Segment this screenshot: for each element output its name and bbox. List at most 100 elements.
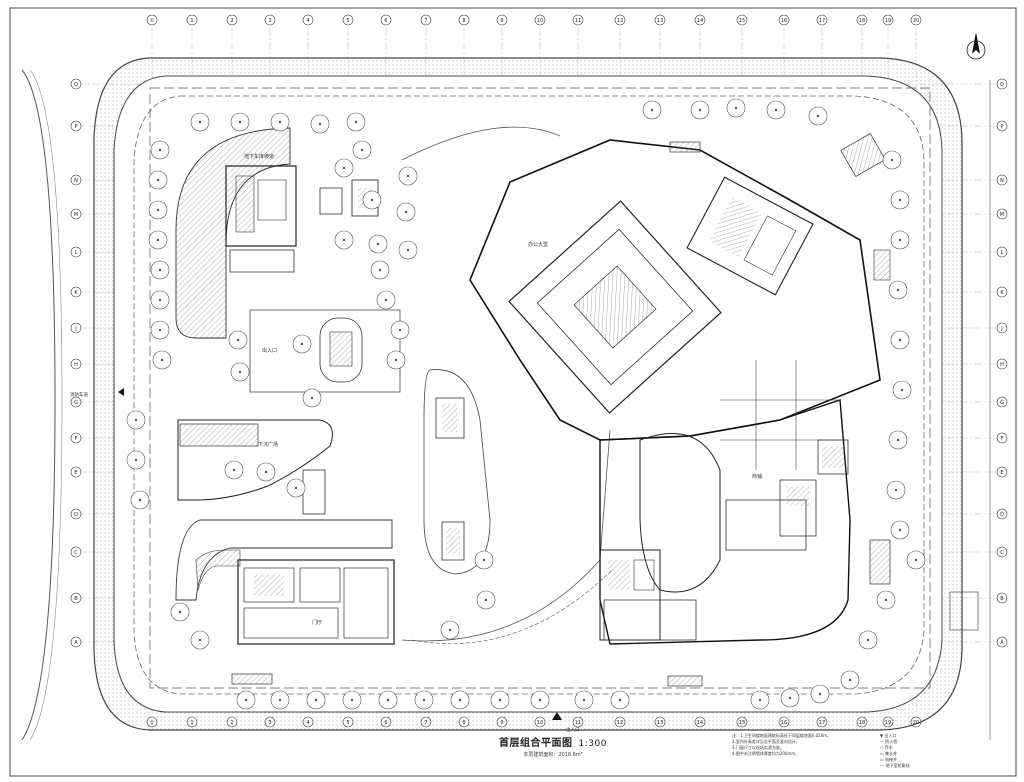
- landscape-trees: [126, 98, 926, 710]
- retail-block: [599, 399, 851, 645]
- tree-icon: [906, 550, 926, 570]
- tree-icon: [230, 112, 250, 132]
- tree-icon: [642, 100, 662, 120]
- legend-item: — 防火墙: [880, 739, 898, 744]
- note-line: 注：1.卫生间楼地面建筑标高低于同层楼地面0.020m。: [732, 733, 832, 738]
- grid-label: N: [1000, 178, 1004, 184]
- grid-label: ①: [150, 18, 155, 24]
- grid-label: D: [74, 512, 78, 518]
- grid-label: G: [1000, 400, 1004, 406]
- grid-label: G: [74, 400, 78, 406]
- parking-ramp-label: 地下车库坡道: [244, 153, 274, 160]
- grid-bubble-top: 13: [654, 14, 666, 26]
- tree-icon: [230, 362, 250, 382]
- tree-icon: [530, 690, 550, 710]
- grid-bubble-side: N: [996, 174, 1008, 186]
- office-core: [508, 200, 722, 414]
- legend-item: ▭ 电梯井: [880, 757, 898, 762]
- grid-bubble-top: 16: [778, 14, 790, 26]
- tree-icon: [858, 630, 878, 650]
- grid-label: 8: [462, 18, 465, 24]
- grid-bubble-side: G: [70, 396, 82, 408]
- grid-label: 11: [575, 18, 581, 24]
- legend-item: ○ 乔木: [880, 745, 893, 750]
- grid-label: 4: [306, 18, 309, 24]
- grid-label: K: [1000, 290, 1004, 296]
- grid-bubble-top: 15: [736, 14, 748, 26]
- grid-label: 17: [819, 18, 825, 24]
- tree-icon: [750, 690, 770, 710]
- grid-label: 5: [346, 18, 349, 24]
- grid-bubble-side: M: [996, 208, 1008, 220]
- grid-bubble-side: F: [70, 432, 82, 444]
- grid-label: E: [1000, 470, 1003, 476]
- grid-bubble-side: K: [70, 286, 82, 298]
- grid-bubble-side: E: [70, 466, 82, 478]
- grid-bubble-side: L: [996, 246, 1008, 258]
- tree-icon: [888, 430, 908, 450]
- tree-icon: [726, 98, 746, 118]
- note-line: 4.图中未注明墙体厚度均为200mm。: [732, 751, 800, 756]
- grid-bubble-side: A: [996, 636, 1008, 648]
- legend-item: ▭ 集水井: [880, 751, 898, 756]
- grid-label: B: [74, 596, 78, 602]
- south-entrance-label: 出入口: [566, 726, 580, 733]
- grid-label: 2: [230, 18, 233, 24]
- grid-label: L: [75, 250, 78, 256]
- tree-icon: [148, 200, 168, 220]
- tree-icon: [362, 190, 382, 210]
- tree-icon: [414, 690, 434, 710]
- legend-item: ▼ 出入口: [880, 733, 897, 738]
- note-line: 2.室内外高差详见总平面及竖向设计。: [732, 739, 800, 744]
- tree-icon: [368, 234, 388, 254]
- drawing-notes: 注：1.卫生间楼地面建筑标高低于同层楼地面0.020m。 2.室内外高差详见总平…: [732, 733, 872, 757]
- grid-label: 14: [697, 18, 703, 24]
- grid-label: C: [1000, 550, 1004, 556]
- grid-label: 16: [781, 18, 787, 24]
- grid-label: 6: [384, 18, 387, 24]
- south-entrance-marker: [552, 712, 562, 720]
- grid-label: E: [74, 470, 77, 476]
- grid-bubble-top: 11: [572, 14, 584, 26]
- tree-icon: [150, 140, 170, 160]
- grid-bubble-top: 7: [420, 14, 432, 26]
- office-hall-label: 办公大堂: [528, 241, 548, 248]
- grid-bubble-side: A: [70, 636, 82, 648]
- core-block-nw: [225, 165, 297, 247]
- grid-bubble-top: 8: [458, 14, 470, 26]
- tree-icon: [890, 520, 910, 540]
- grid-label: K: [74, 290, 78, 296]
- tree-icon: [888, 280, 908, 300]
- sheet-border: [9, 7, 1017, 777]
- grid-label: 3: [268, 18, 271, 24]
- grid-label: M: [74, 212, 78, 218]
- grid-bubble-top: 3: [264, 14, 276, 26]
- tree-icon: [152, 350, 172, 370]
- tree-icon: [810, 684, 830, 704]
- grid-label: H: [74, 362, 78, 368]
- tree-icon: [892, 380, 912, 400]
- grid-bubble-side: Q: [70, 78, 82, 90]
- tree-icon: [150, 290, 170, 310]
- sunken-plaza-label: 下沉广场: [258, 441, 278, 448]
- grid-bubble-side: G: [996, 396, 1008, 408]
- grid-bubble-side: N: [70, 174, 82, 186]
- building-sw: [237, 559, 395, 645]
- grid-label: J: [1000, 326, 1002, 332]
- tree-icon: [224, 460, 244, 480]
- tree-icon: [170, 602, 190, 622]
- tree-icon: [398, 166, 418, 186]
- tree-icon: [490, 690, 510, 710]
- grid-bubble-top: ①: [146, 14, 158, 26]
- lobby-label-sw: 门厅: [312, 619, 322, 626]
- grid-bubble-top: 2: [226, 14, 238, 26]
- tree-icon: [808, 106, 828, 126]
- grid-label: 13: [657, 18, 663, 24]
- grid-label: M: [1000, 212, 1004, 218]
- tree-icon: [440, 620, 460, 640]
- grid-bubble-side: J: [70, 322, 82, 334]
- tree-icon: [370, 260, 390, 280]
- tree-icon: [148, 170, 168, 190]
- tree-icon: [476, 590, 496, 610]
